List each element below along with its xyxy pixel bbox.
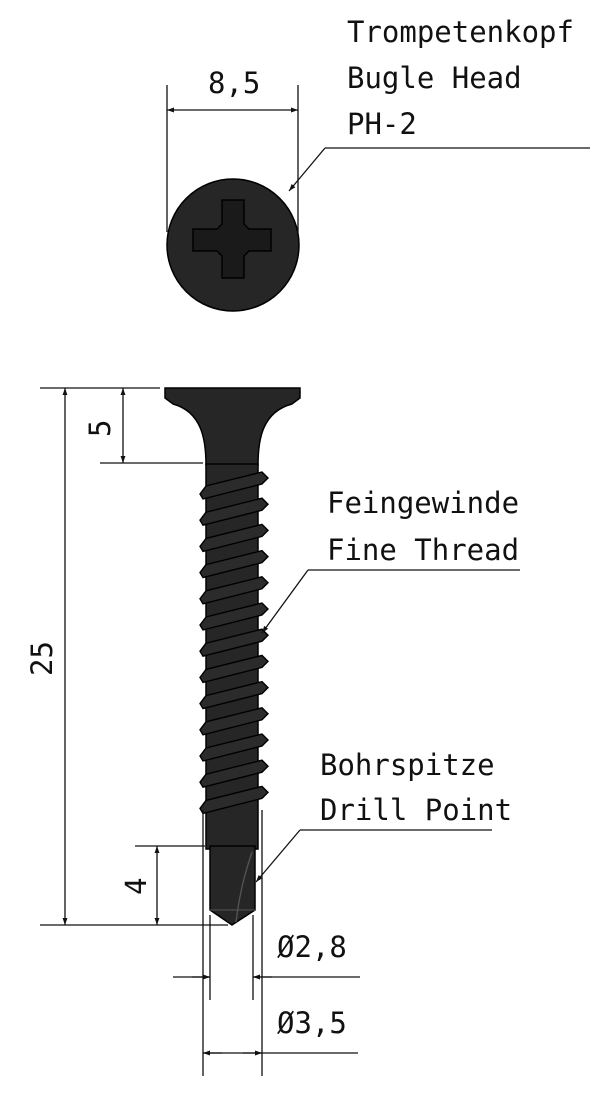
thread-tooth (199, 759, 269, 789)
thread-tooth (199, 707, 269, 736)
thread-tooth (199, 654, 269, 684)
head-leader: Trompetenkopf Bugle Head PH-2 (288, 15, 590, 192)
head-label-de: Trompetenkopf (347, 15, 574, 49)
total-length-value: 25 (25, 641, 59, 676)
point-label-de: Bohrspitze (320, 748, 495, 782)
thread-tooth (199, 497, 269, 527)
thread-tooth (199, 733, 269, 762)
thread-diameter-value: Ø3,5 (277, 1006, 347, 1040)
thread-leader: Feingewinde Fine Thread (261, 486, 520, 634)
thread-diameter-dimension: Ø3,5 (202, 810, 358, 1076)
thread-label-de: Feingewinde (327, 486, 519, 520)
screw-head (164, 387, 301, 466)
thread-tooth (199, 785, 269, 815)
head-top-view (166, 178, 300, 312)
core-diameter-value: Ø2,8 (277, 930, 347, 964)
total-length-dimension: 25 (25, 387, 228, 926)
thread-group (199, 471, 269, 815)
point-length-dimension: 4 (119, 845, 205, 925)
thread-tooth (199, 549, 269, 579)
head-length-value: 5 (83, 420, 117, 437)
head-label-en: Bugle Head (347, 61, 522, 95)
phillips-recess-icon (192, 199, 272, 279)
core-diameter-dimension: Ø2,8 (173, 915, 360, 1000)
head-diameter-value: 8,5 (208, 66, 260, 100)
thread-label-en: Fine Thread (327, 533, 519, 567)
thread-tooth (199, 602, 269, 631)
head-label-drive: PH-2 (347, 107, 417, 141)
point-label-en: Drill Point (320, 793, 512, 827)
thread-tooth (199, 680, 269, 710)
point-length-value: 4 (119, 878, 153, 895)
thread-tooth (199, 576, 269, 605)
drill-point (209, 845, 256, 926)
point-leader: Bohrspitze Drill Point (255, 748, 512, 883)
head-length-dimension: 5 (83, 388, 203, 464)
screw-side-view (164, 387, 301, 926)
head-diameter-dimension: 8,5 (166, 66, 299, 232)
drill-flute (235, 851, 253, 923)
thread-tooth (199, 523, 269, 553)
thread-tooth (199, 471, 269, 500)
